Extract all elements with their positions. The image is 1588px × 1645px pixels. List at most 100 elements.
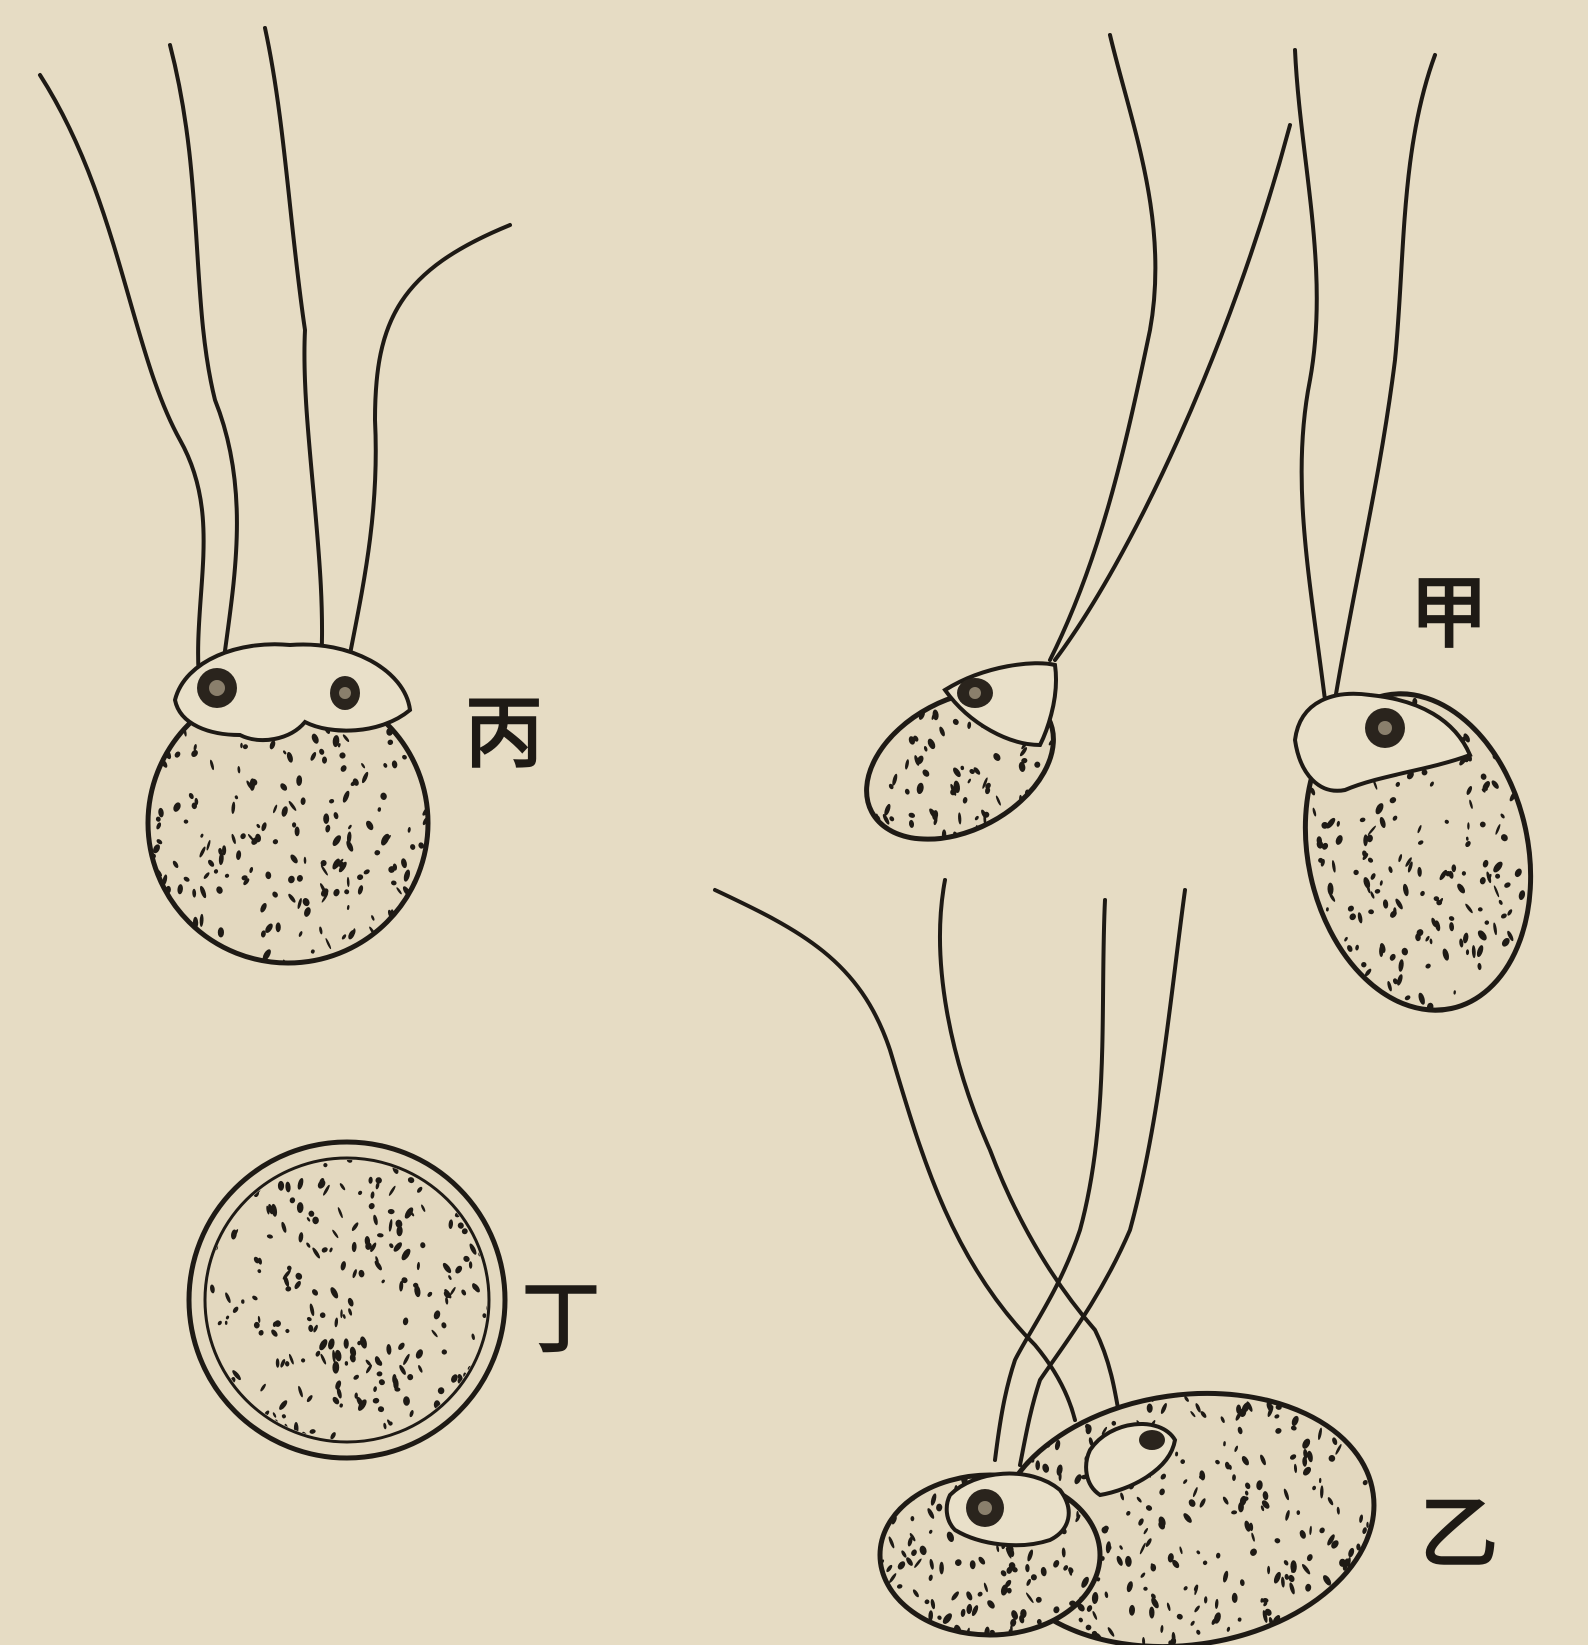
stipple-dot (1314, 1007, 1324, 1018)
stipple-dot (1512, 986, 1519, 993)
stipple-dot (466, 1413, 470, 1421)
stipple-dot (1523, 753, 1527, 763)
stipple-dot (292, 822, 296, 827)
stipple-dot (1367, 999, 1370, 1010)
stipple-dot (1017, 843, 1025, 854)
stipple-dot (1296, 868, 1304, 876)
stipple-dot (218, 1191, 224, 1199)
stipple-dot (1049, 1401, 1056, 1412)
stipple-dot (1452, 864, 1457, 872)
stipple-dot (148, 689, 154, 695)
stipple-dot (851, 838, 862, 850)
stipple-dot (1486, 694, 1492, 703)
stipple-dot (1051, 841, 1055, 851)
stipple-dot (159, 684, 171, 697)
stipple-dot (219, 1175, 228, 1186)
stipple-dot (1362, 1418, 1372, 1429)
stipple-dot (1507, 744, 1514, 755)
stipple-dot (932, 1628, 945, 1642)
stipple-dot (1001, 821, 1011, 832)
stipple-dot (902, 1490, 908, 1500)
stipple-dot (1306, 929, 1311, 941)
stipple-dot (417, 727, 426, 738)
stipple-dot (910, 843, 916, 850)
stipple-dot (1323, 1627, 1331, 1635)
stipple-dot (147, 940, 152, 947)
stipple-dot (994, 830, 1001, 838)
stipple-dot (1353, 1006, 1362, 1016)
stipple-dot (1315, 956, 1322, 969)
cell-jia-large: 甲 (1277, 50, 1559, 1031)
stipple-dot (995, 842, 1003, 850)
stipple-dot (1386, 1007, 1394, 1017)
stipple-dot (156, 918, 160, 925)
stipple-dot (1302, 954, 1311, 965)
stipple-dot (222, 845, 226, 855)
stipple-dot (1254, 1638, 1261, 1644)
stipple-dot (1130, 1389, 1135, 1397)
stipple-dot (886, 1608, 892, 1620)
stipple-dot (1370, 1611, 1376, 1624)
stipple-dot (1363, 1449, 1367, 1454)
stipple-dot (218, 1410, 229, 1423)
stipple-dot (483, 1416, 489, 1424)
stipple-dot (1475, 1006, 1480, 1015)
stipple-dot (1362, 1574, 1372, 1586)
stipple-dot (1467, 822, 1469, 829)
stipple-dot (911, 1516, 915, 1521)
stipple-dot (1337, 1589, 1345, 1597)
stipple-dot (210, 1436, 216, 1442)
stipple-dot (409, 925, 418, 934)
eyespot-yi-large (1139, 1430, 1165, 1450)
label-jia: 甲 (1410, 568, 1488, 659)
stipple-dot (993, 1641, 998, 1645)
stipple-dot (1149, 1387, 1154, 1395)
stipple-dot (886, 719, 893, 726)
stipple-dot (1048, 817, 1055, 828)
cell-bing: 丙 (40, 28, 543, 969)
stipple-dot (1535, 715, 1539, 723)
stipple-dot (1043, 1423, 1050, 1434)
stipple-dot (1008, 1446, 1016, 1456)
stipple-dot (1358, 1600, 1363, 1606)
stipple-dot (1478, 703, 1483, 710)
stipple-dot (1021, 813, 1029, 822)
stipple-dot (1360, 1430, 1363, 1437)
stipple-dot (1298, 975, 1305, 982)
stipple-dot (1324, 1629, 1328, 1639)
stipple-dot (880, 1617, 887, 1628)
stipple-dot (1342, 1599, 1347, 1610)
stipple-dot (1471, 708, 1480, 720)
stipple-dot (1351, 1588, 1356, 1596)
stipple-dot (353, 949, 360, 956)
stipple-dot (1533, 754, 1538, 758)
stipple-dot (1517, 992, 1524, 1002)
label-ding: 丁 (522, 1273, 600, 1364)
stipple-dot (402, 927, 414, 941)
stipple-dot (155, 731, 164, 743)
label-yi: 乙 (1420, 1488, 1498, 1579)
stipple-dot (1001, 1638, 1012, 1645)
stipple-dot (1491, 1005, 1497, 1013)
stipple-dot (151, 958, 155, 968)
stipple-dot (1324, 1394, 1334, 1408)
stipple-dot (152, 894, 162, 906)
stipple-dot (1530, 704, 1537, 710)
stipple-dot (405, 908, 412, 917)
stipple-dot (1032, 1435, 1039, 1443)
stipple-dot (1503, 750, 1512, 761)
stipple-dot (1520, 688, 1529, 696)
stipple-dot (1025, 828, 1032, 836)
stipple-dot (939, 1562, 944, 1575)
stipple-dot (1359, 1592, 1368, 1603)
stipple-dot (1014, 1428, 1023, 1441)
stipple-dot (1492, 721, 1500, 734)
stipple-dot (1508, 763, 1515, 775)
stipple-dot (454, 1168, 462, 1177)
stipple-dot (335, 957, 340, 962)
stipple-dot (876, 687, 886, 699)
stipple-dot (1527, 815, 1532, 820)
stipple-dot (414, 950, 418, 955)
stipple-dot (1518, 960, 1523, 966)
stipple-dot (1361, 1429, 1365, 1439)
